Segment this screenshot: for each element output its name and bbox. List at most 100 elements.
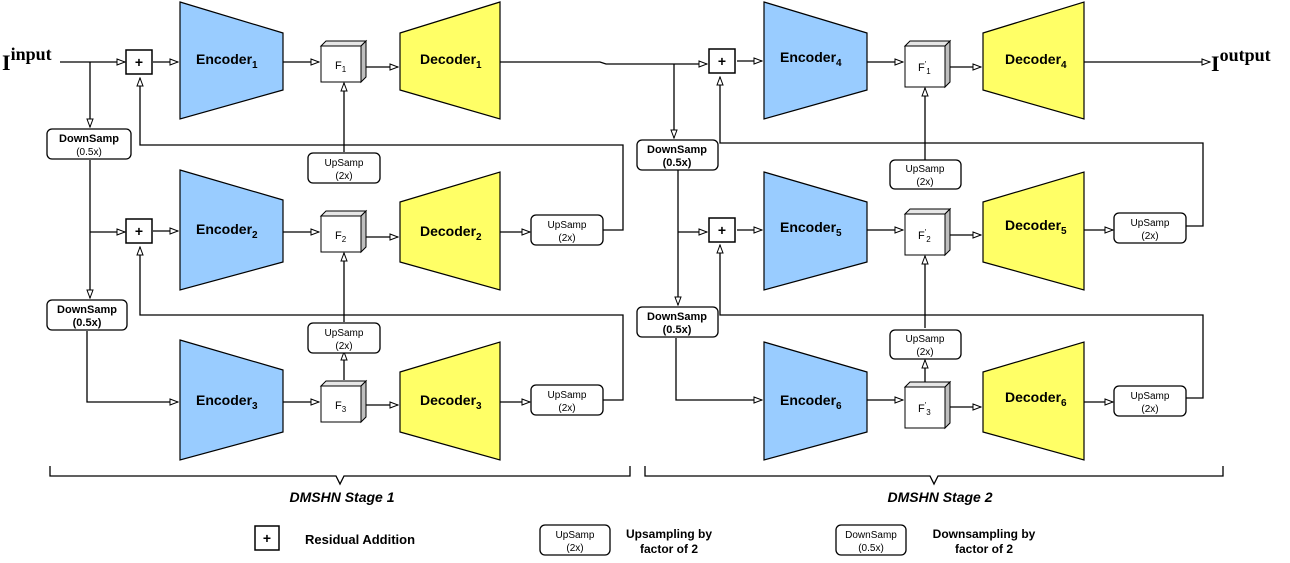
- svg-text:Decoder6: Decoder6: [1005, 389, 1067, 409]
- svg-text:UpSamp: UpSamp: [548, 220, 587, 231]
- connector: [675, 338, 762, 400]
- input-label: Iinput: [2, 44, 52, 75]
- legend-upsamp: UpSamp (2x) Upsampling by factor of 2: [539, 524, 712, 556]
- output-label: Ioutput: [1211, 45, 1271, 76]
- svg-text:(2x): (2x): [1141, 231, 1158, 242]
- connector: [720, 245, 1204, 399]
- upsamp-box: UpSamp (2x): [530, 384, 604, 416]
- upsamp-box: UpSamp (2x): [307, 322, 381, 354]
- svg-text:+: +: [135, 54, 143, 70]
- legend-residual: + Residual Addition: [254, 525, 415, 551]
- decoder-3: Decoder3: [399, 341, 501, 461]
- svg-text:DownSamp: DownSamp: [59, 133, 119, 145]
- svg-text:(0.5x): (0.5x): [73, 317, 102, 329]
- upsamp-box: UpSamp (2x): [889, 159, 962, 190]
- svg-text:Upsampling by: Upsampling by: [626, 527, 712, 541]
- connectors: [60, 61, 1210, 407]
- svg-text:factor of 2: factor of 2: [955, 542, 1013, 556]
- svg-text:(2x): (2x): [335, 341, 352, 352]
- feature-cube-f3: F3: [319, 379, 368, 424]
- svg-text:UpSamp: UpSamp: [906, 164, 945, 175]
- stage-brace-2: [644, 466, 1224, 486]
- svg-text:F2: F2: [335, 230, 347, 244]
- upsamp-box: UpSamp (2x): [1113, 212, 1187, 244]
- svg-text:Decoder3: Decoder3: [420, 392, 482, 412]
- svg-text:factor of 2: factor of 2: [640, 542, 698, 556]
- svg-text:+: +: [135, 223, 143, 239]
- svg-text:(2x): (2x): [558, 233, 575, 244]
- feature-cube-f3-prime: F'3: [903, 380, 952, 430]
- svg-text:Downsampling by: Downsampling by: [933, 527, 1036, 541]
- svg-text:Decoder2: Decoder2: [420, 223, 482, 243]
- connector: [86, 331, 178, 402]
- decoder-5: Decoder5: [982, 171, 1085, 291]
- encoder-6: Encoder6: [763, 341, 868, 461]
- svg-text:Encoder5: Encoder5: [780, 219, 842, 239]
- decoder-1: Decoder1: [399, 1, 501, 120]
- svg-text:F1: F1: [335, 60, 347, 74]
- svg-text:(0.5x): (0.5x): [76, 147, 102, 158]
- decoder-4: Decoder4: [982, 1, 1085, 120]
- feature-cube-f1-prime: F'1: [903, 39, 952, 89]
- svg-text:UpSamp: UpSamp: [1131, 391, 1170, 402]
- svg-text:UpSamp: UpSamp: [548, 390, 587, 401]
- stage-1-label: DMSHN Stage 1: [289, 489, 394, 505]
- svg-text:(0.5x): (0.5x): [858, 543, 884, 554]
- svg-text:Decoder5: Decoder5: [1005, 217, 1067, 237]
- encoder-4: Encoder4: [763, 1, 868, 120]
- svg-text:+: +: [263, 530, 271, 546]
- upsamp-box: UpSamp (2x): [530, 214, 604, 246]
- svg-text:Decoder4: Decoder4: [1005, 51, 1067, 71]
- residual-add-4: +: [708, 48, 736, 74]
- feature-cube-f1: F1: [319, 39, 368, 84]
- svg-text:(2x): (2x): [916, 347, 933, 358]
- connector: [140, 78, 624, 231]
- svg-text:Encoder1: Encoder1: [196, 51, 258, 71]
- svg-text:DownSamp: DownSamp: [647, 144, 707, 156]
- connector: [140, 247, 624, 401]
- svg-text:UpSamp: UpSamp: [556, 530, 595, 541]
- svg-text:UpSamp: UpSamp: [325, 158, 364, 169]
- svg-text:DownSamp: DownSamp: [57, 304, 117, 316]
- residual-add-5: +: [708, 217, 736, 243]
- svg-text:(0.5x): (0.5x): [663, 157, 692, 169]
- feature-cube-f2-prime: F'2: [903, 207, 952, 257]
- svg-text:Encoder2: Encoder2: [196, 221, 258, 241]
- svg-text:(2x): (2x): [335, 171, 352, 182]
- svg-text:Decoder1: Decoder1: [420, 51, 482, 71]
- feature-cube-f2: F2: [319, 209, 368, 254]
- svg-text:+: +: [718, 53, 726, 69]
- upsamp-box: UpSamp (2x): [307, 152, 381, 184]
- svg-text:Encoder3: Encoder3: [196, 392, 258, 412]
- svg-text:DownSamp: DownSamp: [647, 311, 707, 323]
- svg-text:F'3: F'3: [918, 401, 931, 417]
- encoder-1: Encoder1: [179, 1, 284, 120]
- svg-text:UpSamp: UpSamp: [325, 328, 364, 339]
- stage-brace-1: [49, 466, 631, 486]
- svg-text:(2x): (2x): [558, 403, 575, 414]
- svg-text:(0.5x): (0.5x): [663, 324, 692, 336]
- svg-text:UpSamp: UpSamp: [1131, 218, 1170, 229]
- downsamp-box: DownSamp (0.5x): [46, 299, 128, 331]
- svg-text:F'1: F'1: [918, 60, 931, 76]
- svg-text:F3: F3: [335, 400, 347, 414]
- connector: [720, 77, 1204, 227]
- svg-text:(2x): (2x): [916, 177, 933, 188]
- encoder-2: Encoder2: [179, 169, 284, 291]
- svg-text:(2x): (2x): [566, 543, 583, 554]
- svg-text:DownSamp: DownSamp: [845, 530, 897, 541]
- decoder-6: Decoder6: [982, 341, 1085, 461]
- svg-text:Encoder6: Encoder6: [780, 392, 842, 412]
- encoder-5: Encoder5: [763, 171, 868, 291]
- upsamp-box: UpSamp (2x): [1113, 385, 1187, 417]
- legend: + Residual Addition UpSamp (2x) Upsampli…: [254, 524, 1036, 556]
- svg-text:F'2: F'2: [918, 228, 931, 244]
- svg-text:Encoder4: Encoder4: [780, 49, 842, 69]
- stage-2-label: DMSHN Stage 2: [887, 489, 992, 505]
- upsamp-box: UpSamp (2x): [889, 329, 962, 360]
- residual-add-1: +: [125, 49, 153, 75]
- svg-text:+: +: [718, 222, 726, 238]
- svg-text:(2x): (2x): [1141, 404, 1158, 415]
